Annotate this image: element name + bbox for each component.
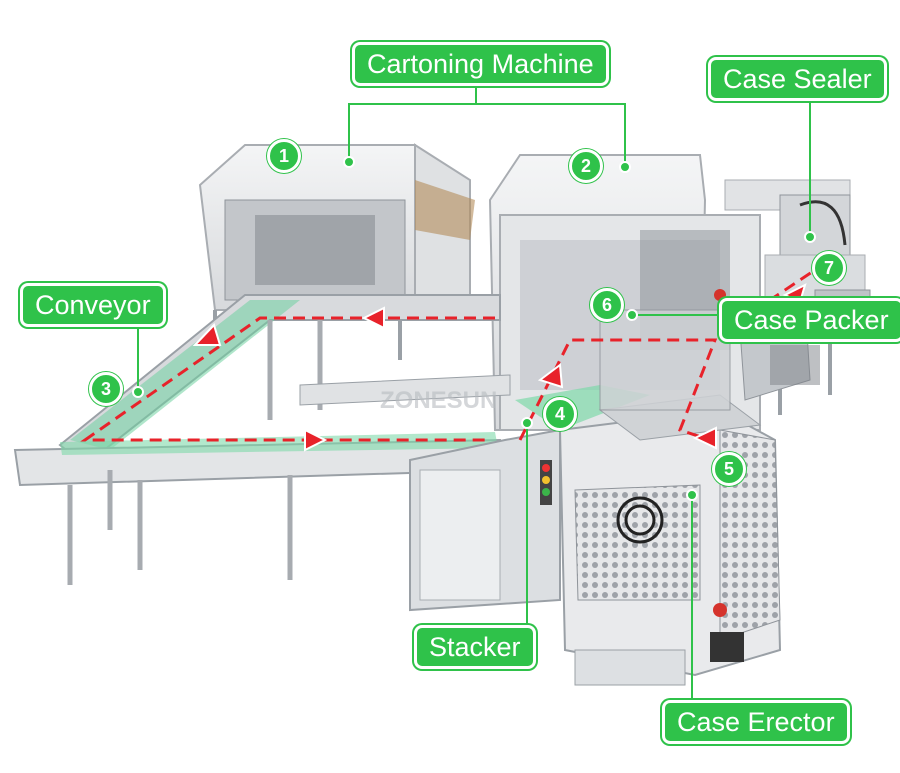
marker-4: 4: [543, 397, 577, 431]
arrowhead-left-2: [692, 426, 717, 450]
case-erector-unit: [558, 394, 782, 686]
cartoning-machine-1: [198, 143, 475, 360]
packer-flow-path: [518, 338, 718, 442]
label-case-sealer: Case Sealer: [708, 57, 887, 101]
label-stacker: Stacker: [414, 625, 536, 669]
marker-2: 2: [569, 149, 603, 183]
label-case-erector: Case Erector: [662, 700, 850, 744]
flow-arrowheads: [192, 283, 807, 452]
marker-5: 5: [712, 452, 746, 486]
stacker-unit: [409, 385, 650, 612]
conveyor-unit: [13, 294, 511, 585]
arrowhead-up: [537, 363, 564, 389]
marker-6: 6: [590, 288, 624, 322]
leader-lines: [137, 82, 811, 700]
label-cartoning-machine: Cartoning Machine: [352, 42, 609, 86]
leader-cartoning-left: [348, 82, 477, 160]
label-case-packer: Case Packer: [719, 298, 900, 342]
marker-1: 1: [267, 139, 301, 173]
label-conveyor: Conveyor: [20, 283, 166, 327]
arrowhead-right: [304, 428, 328, 452]
watermark-text: ZONESUN: [380, 387, 497, 414]
leader-cartoning-right: [476, 103, 626, 165]
arrowhead-down-left: [192, 323, 222, 346]
arrowhead-left: [361, 306, 385, 330]
marker-3: 3: [89, 372, 123, 406]
marker-7: 7: [812, 251, 846, 285]
leader-dots: [132, 156, 816, 501]
